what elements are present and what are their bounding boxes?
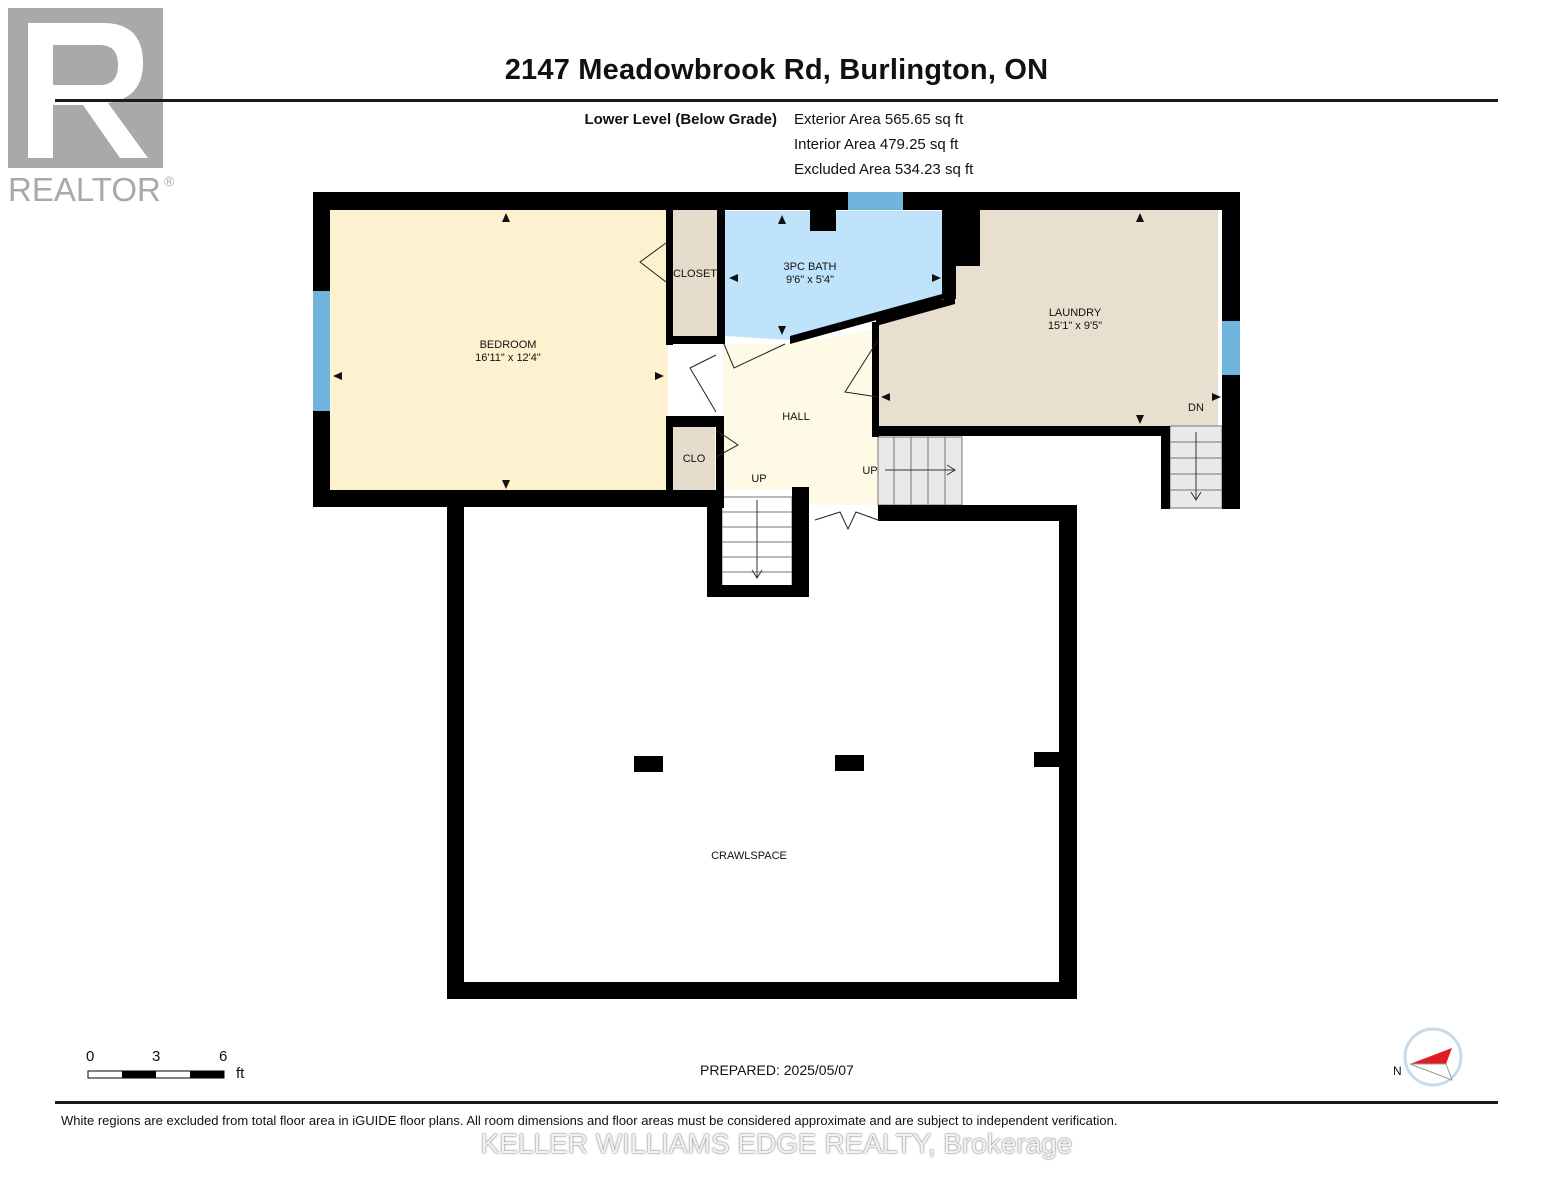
realtor-r-letter: [28, 23, 148, 158]
bath-dims: 9'6" x 5'4": [786, 274, 834, 286]
stairs-right: [877, 436, 963, 506]
stairs-up-left-label: UP: [751, 473, 766, 485]
realtor-logo-text: REALTOR: [8, 171, 161, 208]
stairs-down: [1169, 425, 1223, 509]
laundry-angled-wall: [876, 296, 955, 326]
compass-icon: N: [1393, 1027, 1463, 1087]
bath-angled-wall: [790, 294, 942, 344]
laundry-label: LAUNDRY: [1049, 307, 1102, 319]
bedroom-dims: 16'11" x 12'4": [475, 352, 541, 364]
scale-label-3: 3: [152, 1048, 161, 1065]
bath-label: 3PC BATH: [784, 261, 837, 273]
bath-fill: [725, 211, 942, 340]
bottom-divider: [55, 1101, 1498, 1104]
door-swings: [639, 242, 879, 531]
registered-mark: ®: [164, 173, 175, 189]
dimension-arrows: [333, 213, 1221, 489]
disclaimer-text: White regions are excluded from total fl…: [61, 1113, 1118, 1128]
clo-fill: [673, 427, 715, 490]
hall-fill: [723, 330, 878, 505]
prepared-date: PREPARED: 2025/05/07: [700, 1062, 854, 1078]
bedroom-label: BEDROOM: [480, 339, 537, 351]
bedroom-window: [313, 291, 330, 411]
stairs-up-right-label: UP: [862, 465, 877, 477]
laundry-dims: 15'1" x 9'5": [1048, 320, 1102, 332]
clo-label: CLO: [683, 453, 706, 465]
interior-area: Interior Area 479.25 sq ft: [794, 136, 959, 153]
hall-label: HALL: [782, 411, 810, 423]
closet-fill: [673, 210, 717, 336]
brokerage-watermark: KELLER WILLIAMS EDGE REALTY, Brokerage: [480, 1128, 1073, 1159]
level-name: Lower Level (Below Grade): [584, 111, 777, 128]
scale-bar: [87, 1070, 225, 1079]
scale-label-6: 6: [219, 1048, 228, 1065]
compass-north-label: N: [1393, 1064, 1402, 1078]
scale-label-0: 0: [86, 1048, 95, 1065]
bedroom-fill: [330, 209, 668, 491]
closet-label: CLOSET: [673, 268, 717, 280]
bath-window: [848, 192, 903, 210]
top-divider: [55, 99, 1498, 102]
excluded-area: Excluded Area 534.23 sq ft: [794, 161, 974, 178]
scale-unit: ft: [236, 1065, 245, 1082]
laundry-window: [1222, 321, 1240, 375]
exterior-area: Exterior Area 565.65 sq ft: [794, 111, 964, 128]
walls: [313, 192, 1240, 999]
stairs-left: [721, 496, 793, 588]
crawlspace-label: CRAWLSPACE: [711, 850, 787, 862]
laundry-fill: [878, 210, 1218, 426]
page-title: 2147 Meadowbrook Rd, Burlington, ON: [504, 54, 1049, 86]
stairs-down-label: DN: [1188, 402, 1204, 414]
realtor-logo: REALTOR ®: [8, 8, 175, 208]
